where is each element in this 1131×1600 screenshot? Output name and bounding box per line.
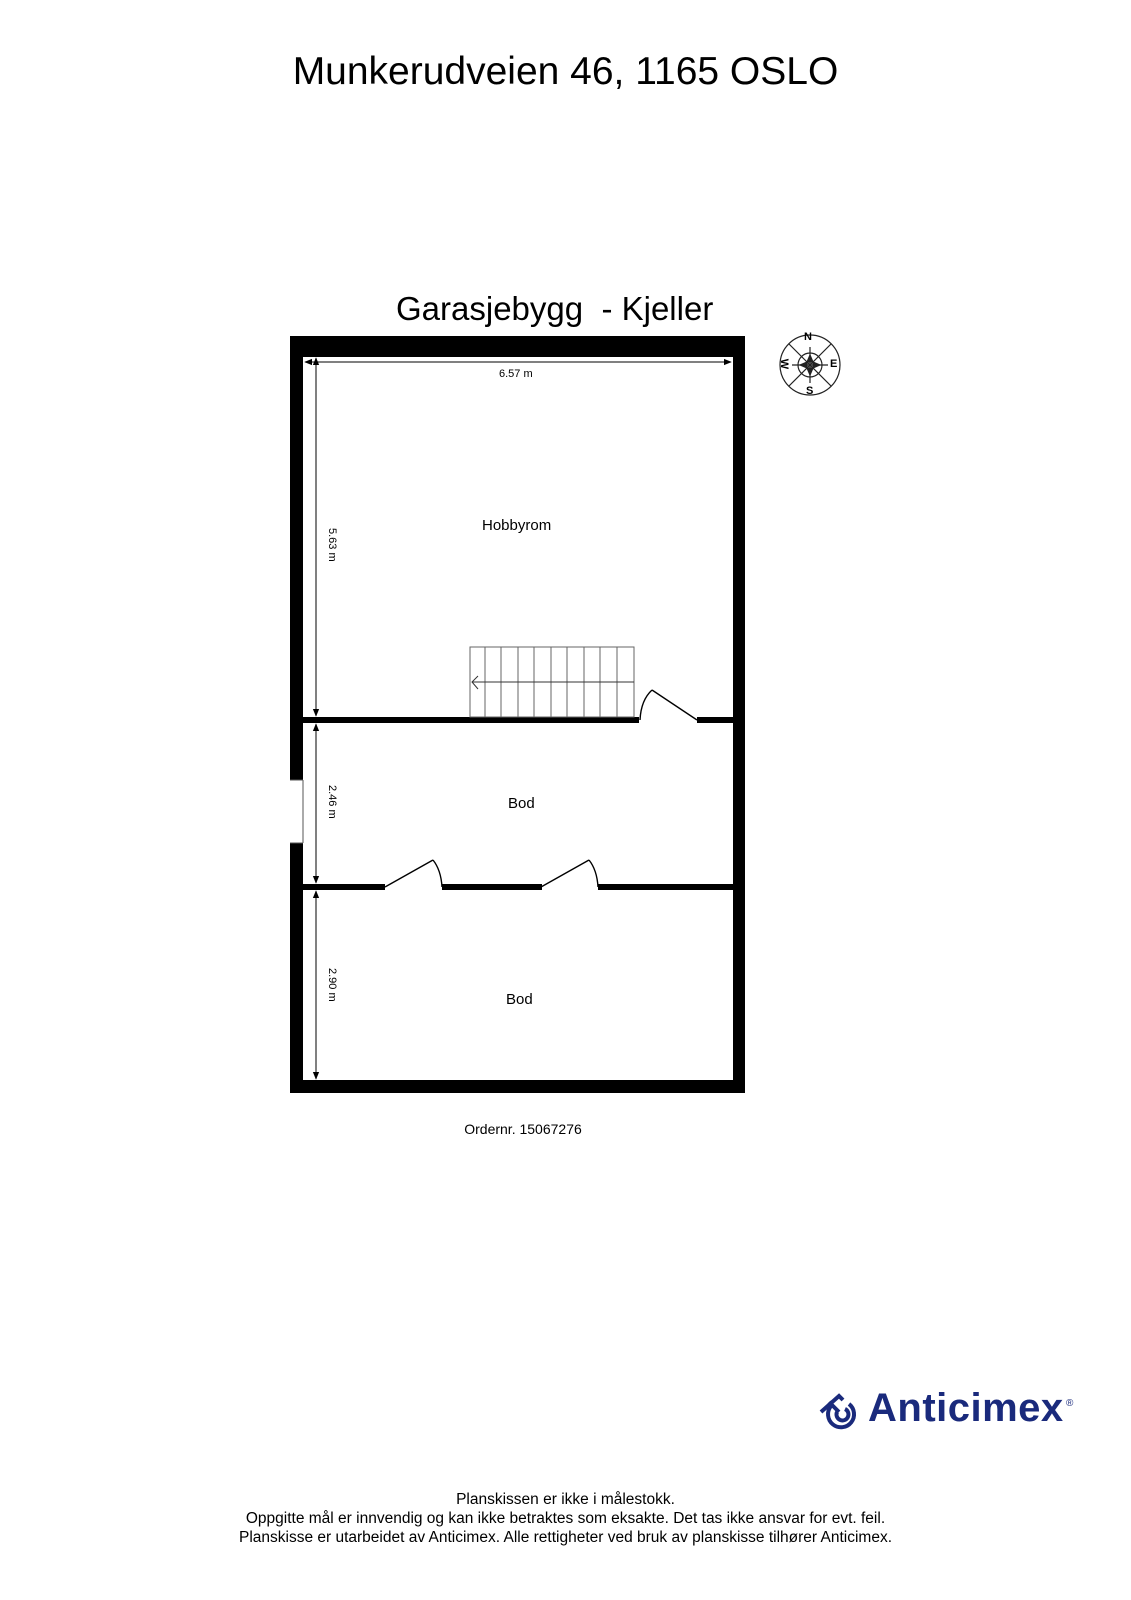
floor-title: Garasjebygg - Kjeller	[396, 290, 714, 327]
interior-wall-upper	[303, 717, 733, 723]
property-address-title: Munkerudveien 46, 1165 OSLO	[292, 50, 839, 93]
disclaimer-rights: Planskisse er utarbeidet av Anticimex. A…	[238, 1529, 892, 1546]
door-bod-1	[384, 859, 443, 888]
compass-south-label: S	[806, 385, 814, 397]
staircase	[469, 646, 635, 718]
disclaimer-measurements: Oppgitte mål er innvendig og kan ikke be…	[245, 1510, 886, 1527]
door-hobbyrom	[639, 689, 698, 721]
compass-north-label: N	[804, 331, 812, 343]
anticimex-logo-icon	[819, 1393, 857, 1430]
dimension-width-top: 6.57 m	[499, 368, 533, 380]
compass-east-label: E	[830, 358, 838, 370]
brand-name: Anticimex	[868, 1386, 1064, 1430]
brand-registered-mark: ®	[1066, 1398, 1074, 1409]
order-number: Ordernr. 15067276	[464, 1121, 582, 1137]
interior-wall-lower	[303, 884, 733, 890]
exterior-walls	[290, 336, 745, 1093]
compass-rose-icon	[779, 334, 841, 396]
disclaimer-scale: Planskissen er ikke i målestokk.	[456, 1491, 675, 1508]
room-label-bod-1: Bod	[508, 795, 535, 812]
dimension-bod1-height: 2.46 m	[326, 785, 338, 819]
room-label-bod-2: Bod	[506, 991, 533, 1008]
dimension-hobbyrom-height: 5.63 m	[326, 528, 338, 562]
compass-west-label: W	[778, 358, 791, 370]
room-label-hobbyrom: Hobbyrom	[482, 517, 552, 534]
door-bod-2	[540, 859, 599, 888]
left-wall-opening	[290, 779, 304, 844]
dimension-bod2-height: 2.90 m	[326, 968, 338, 1002]
dimension-lines	[304, 357, 732, 1080]
